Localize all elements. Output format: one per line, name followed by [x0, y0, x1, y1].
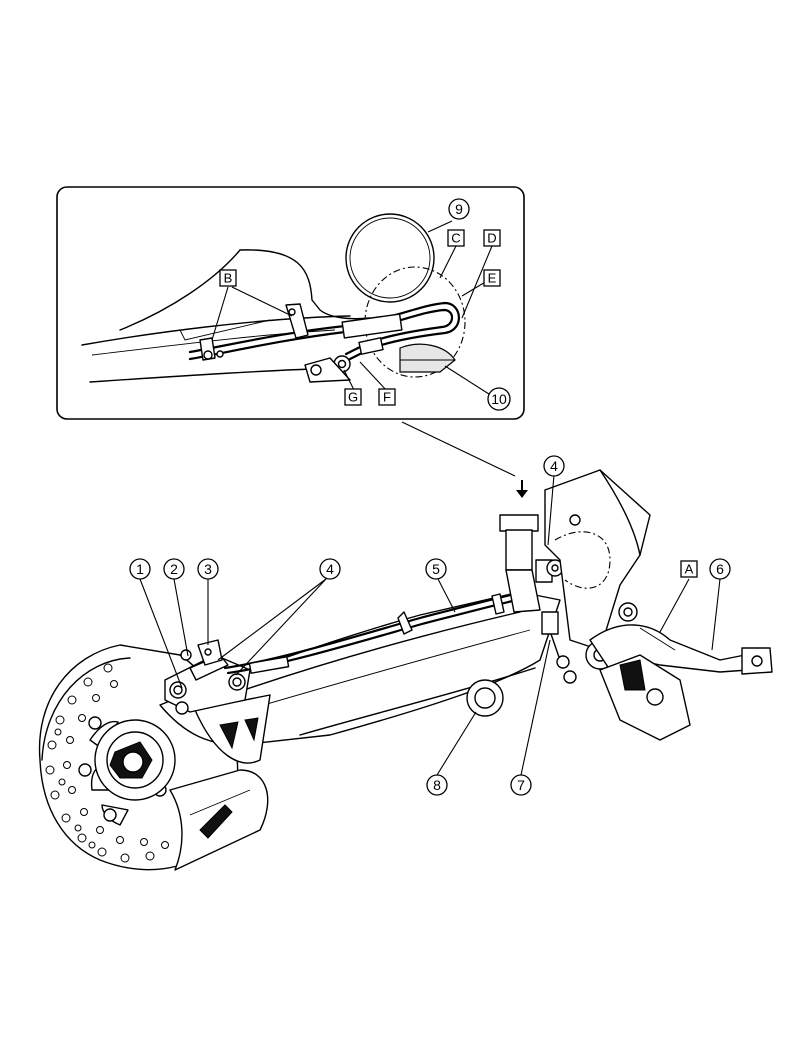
callout-5: 5 [425, 558, 447, 580]
label-D: D [483, 229, 501, 247]
callout-10: 10 [487, 387, 511, 411]
svg-text:D: D [487, 231, 496, 246]
svg-text:C: C [451, 231, 460, 246]
callout-8: 8 [426, 774, 448, 796]
svg-text:6: 6 [716, 561, 724, 577]
frame-right [544, 469, 651, 651]
axle-hub [94, 719, 176, 801]
svg-text:8: 8 [433, 777, 441, 793]
svg-text:1: 1 [136, 561, 144, 577]
label-C: C [447, 229, 465, 247]
label-E: E [483, 269, 501, 287]
callout-1: 1 [129, 558, 151, 580]
svg-text:B: B [224, 271, 233, 286]
swingarm [159, 591, 561, 764]
svg-text:4: 4 [326, 561, 334, 577]
svg-text:9: 9 [455, 201, 463, 217]
svg-text:4: 4 [550, 458, 558, 474]
callout-3: 3 [197, 558, 219, 580]
svg-text:5: 5 [432, 561, 440, 577]
svg-text:A: A [685, 562, 694, 577]
label-A: A [680, 560, 698, 578]
callout-6: 6 [709, 558, 731, 580]
svg-text:10: 10 [491, 391, 507, 407]
svg-text:2: 2 [170, 561, 178, 577]
reservoir-circle [345, 213, 435, 303]
detail-inset: 9 10 B C D E G F [56, 186, 525, 420]
label-B: B [219, 269, 237, 287]
svg-text:7: 7 [517, 777, 525, 793]
callout-9: 9 [448, 198, 470, 220]
callout-4: 4 [319, 558, 341, 580]
main-assembly: 1 2 3 4 4 5 6 7 [38, 455, 773, 871]
svg-text:F: F [383, 390, 391, 405]
label-G: G [344, 388, 362, 406]
callout-2: 2 [163, 558, 185, 580]
label-F: F [378, 388, 396, 406]
svg-text:E: E [488, 271, 497, 286]
svg-text:3: 3 [204, 561, 212, 577]
callout-7: 7 [510, 774, 532, 796]
callout-4b: 4 [543, 455, 565, 477]
brake-hose [188, 301, 460, 362]
view-arrow [516, 480, 528, 498]
svg-text:G: G [348, 390, 358, 405]
master-cylinder [499, 514, 570, 669]
caliper-bracket [164, 639, 251, 715]
